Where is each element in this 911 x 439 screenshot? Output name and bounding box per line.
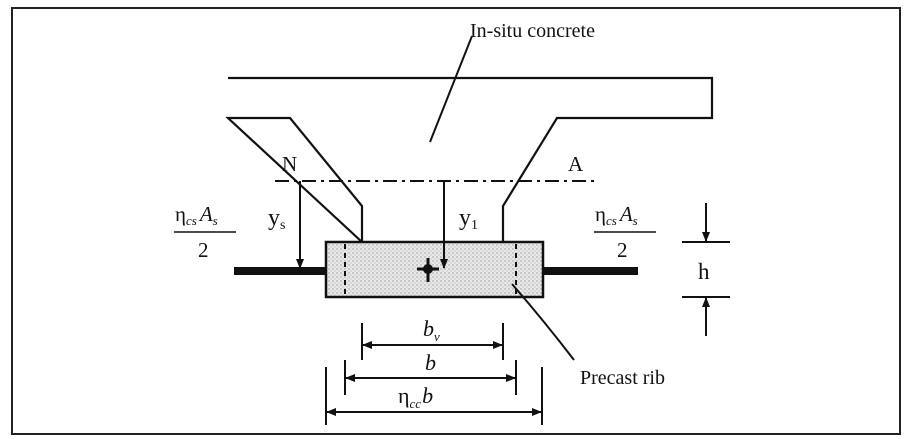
svg-text:2: 2 [617,238,628,262]
steel-bar-left [234,267,326,275]
insitu-leader-line [429,35,473,143]
precast-leader-line [511,283,575,361]
svg-text:2: 2 [198,238,209,262]
bv-label: bv [423,316,440,344]
centroid-marker [417,258,439,282]
insitu-concrete-label: In-situ concrete [470,20,595,42]
na-label-n: N [282,152,297,176]
steel-bar-right [543,267,638,275]
b-label: b [425,350,436,375]
insitu-concrete-outline [225,76,714,245]
figure-frame [11,7,901,435]
y1-label: y1 [459,205,478,233]
etacc-b-label: ηccb [398,383,433,411]
precast-rib-label: Precast rib [580,367,665,389]
na-label-a: A [568,152,584,176]
ys-label: ys [268,205,285,233]
h-label: h [698,259,710,284]
